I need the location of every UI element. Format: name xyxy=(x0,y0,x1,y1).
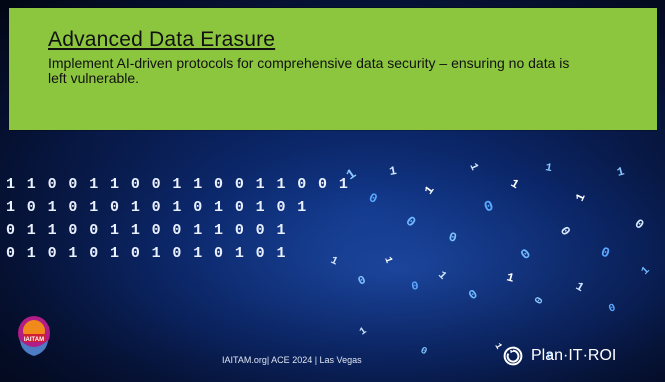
particle: 0 xyxy=(410,279,420,294)
particle: 0 xyxy=(533,295,547,307)
particle: 1 xyxy=(328,255,339,269)
slide-footer: IAITAM.org| ACE 2024 | Las Vegas xyxy=(222,355,362,365)
particle: 0 xyxy=(546,352,555,364)
particle: 0 xyxy=(418,346,428,359)
slide-subtitle: Implement AI-driven protocols for compre… xyxy=(48,55,570,86)
particle: 1 xyxy=(388,164,398,179)
particle: 1 xyxy=(492,342,504,352)
particle: 1 xyxy=(381,256,393,265)
particle: 0 xyxy=(607,302,617,316)
svg-text:IAITAM: IAITAM xyxy=(24,337,44,343)
power-circle-icon xyxy=(503,346,523,366)
binary-row-1: 1 1 0 0 1 1 0 0 1 1 0 0 1 1 0 0 1 xyxy=(6,176,349,193)
particle: 1 xyxy=(505,270,516,285)
binary-row-2: 1 0 1 0 1 0 1 0 1 0 1 0 1 0 1 xyxy=(6,199,308,216)
binary-row-3: 0 1 1 0 0 1 1 0 0 1 1 0 0 1 xyxy=(6,222,287,239)
background-glow xyxy=(0,130,665,382)
binary-text-rows: 1 1 0 0 1 1 0 0 1 1 0 0 1 1 0 0 1 1 0 1 … xyxy=(6,176,349,262)
plan-it-roi-brand: Plan·IT·ROI xyxy=(503,346,616,366)
particle: 1 xyxy=(544,162,553,175)
iaitam-logo-icon: IAITAM xyxy=(18,316,50,356)
binary-background-art: 1 1 0 0 1 1 0 0 1 1 0 0 1 1 0 0 1 1 0 1 … xyxy=(0,130,665,382)
particle: 1 xyxy=(358,326,369,338)
binary-row-4: 0 1 0 1 0 1 0 1 0 1 0 1 0 1 xyxy=(6,245,287,262)
iaitam-logo: IAITAM xyxy=(14,312,54,358)
title-banner xyxy=(9,8,657,130)
particle: 0 xyxy=(447,229,459,246)
slide-title: Advanced Data Erasure xyxy=(48,28,276,51)
particle: 1 xyxy=(466,162,480,173)
particle: 1 xyxy=(615,164,626,179)
brand-text: Plan·IT·ROI xyxy=(531,347,617,364)
